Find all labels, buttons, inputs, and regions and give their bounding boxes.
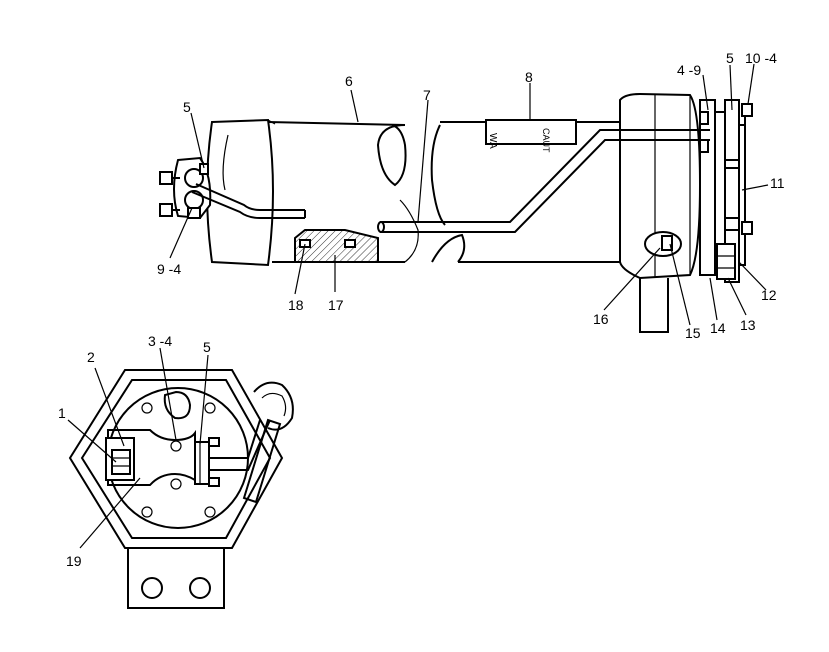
callout-15: 15 — [685, 325, 701, 341]
callout-1: 1 — [58, 405, 66, 421]
callout-labels: 5 6 7 8 4 -9 5 10 -4 11 12 13 14 15 16 9… — [58, 50, 785, 569]
callout-9-4: 9 -4 — [157, 261, 181, 277]
tube-assembly: WA CAUT — [159, 92, 753, 333]
callout-5-top-left: 5 — [183, 99, 191, 115]
callout-4-9: 4 -9 — [677, 62, 701, 78]
callout-5-lower: 5 — [203, 339, 211, 355]
callout-2: 2 — [87, 349, 95, 365]
callout-12: 12 — [761, 287, 777, 303]
leader-lines-upper — [169, 63, 769, 326]
callout-16: 16 — [593, 311, 609, 327]
callout-3-4: 3 -4 — [148, 333, 172, 349]
end-view-assembly — [68, 369, 294, 609]
callout-14: 14 — [710, 320, 726, 336]
callout-18: 18 — [288, 297, 304, 313]
callout-10-4: 10 -4 — [745, 50, 777, 66]
callout-7: 7 — [423, 87, 431, 103]
callout-13: 13 — [740, 317, 756, 333]
leader-lines-lower — [67, 347, 209, 549]
callout-11: 11 — [770, 175, 785, 191]
callout-17: 17 — [328, 297, 344, 313]
callout-6: 6 — [345, 73, 353, 89]
callout-5-top-right: 5 — [726, 50, 734, 66]
callout-19: 19 — [66, 553, 82, 569]
decal-text-right: CAUT — [541, 128, 551, 153]
callout-8: 8 — [525, 69, 533, 85]
decal-text-left: WA — [487, 133, 498, 149]
